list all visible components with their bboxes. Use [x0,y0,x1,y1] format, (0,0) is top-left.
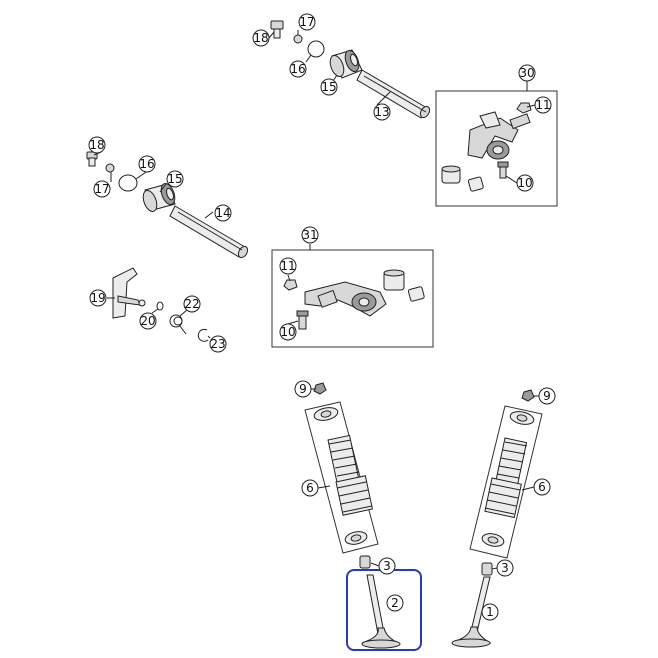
callout-label: 11 [280,259,295,273]
rocker-arm-kit-box-lower [271,249,434,348]
circlip-part [197,328,209,342]
spring-part [169,314,187,335]
valve-part-1 [451,576,492,648]
callout-label: 23 [210,337,225,351]
small-ring-part [156,301,164,311]
callout-17[interactable]: 17 [93,180,111,198]
spacer-part [383,269,405,291]
rocker-arm-assembly-lower [283,269,425,330]
callout-label: 9 [299,382,307,396]
valve-stem-seal-part-left [359,555,371,569]
callout-label: 6 [306,481,314,495]
callout-label: 15 [167,172,182,186]
callout-label: 31 [302,228,317,242]
callout-label: 19 [90,291,105,305]
callout-3[interactable]: 3 [496,559,514,577]
callout-15[interactable]: 15 [320,78,338,96]
callout-10[interactable]: 10 [516,174,534,192]
o-ring-part [118,174,138,192]
callout-2[interactable]: 2 [386,594,404,612]
callout-9[interactable]: 9 [294,380,312,398]
o-ring-part [307,40,325,58]
callout-19[interactable]: 19 [89,289,107,307]
valve-spring-part [484,477,522,519]
callout-label: 10 [280,325,295,339]
callout-label: 18 [253,31,268,45]
rocker-shaft-assembly-upper [270,20,431,119]
washer-part [293,34,303,44]
callout-label: 1 [486,605,494,619]
callout-6[interactable]: 6 [533,478,551,496]
bushing-small-part [407,286,425,302]
callout-31[interactable]: 31 [301,226,319,244]
adjuster-screw-part [497,161,509,179]
callout-label: 11 [535,98,550,112]
callout-17[interactable]: 17 [298,13,316,31]
callout-label: 17 [299,15,314,29]
rocker-arm-assembly-upper [441,102,532,192]
callout-3[interactable]: 3 [378,557,396,575]
valve-keeper-part [521,389,535,402]
callout-label: 30 [519,66,534,80]
callout-11[interactable]: 11 [279,257,297,275]
screw-part [86,151,98,167]
bushing-part [329,49,363,79]
valve-spring-kit-left [304,382,379,554]
rocker-shaft-part [356,69,431,119]
callout-label: 3 [501,561,509,575]
spring-kit-frame [469,405,543,559]
valve-spring-part [335,475,374,516]
bushing-part [142,182,176,213]
spring-kit-frame [304,401,379,554]
callout-18[interactable]: 18 [252,29,270,47]
callout-20[interactable]: 20 [139,312,157,330]
callout-1[interactable]: 1 [481,603,499,621]
screw-part [270,20,284,39]
callout-30[interactable]: 30 [518,64,536,82]
callout-label: 14 [215,206,230,220]
callout-label: 10 [517,176,532,190]
valve-part-2 [361,574,401,649]
callout-label: 16 [290,62,305,76]
callout-label: 3 [383,559,391,573]
callout-label: 15 [321,80,336,94]
rocker-shaft-part [169,205,249,259]
callout-label: 13 [374,105,389,119]
rocker-arm-kit-box-upper [435,90,558,207]
adjuster-screw-part [296,310,309,330]
callout-label: 9 [543,389,551,403]
callout-label: 20 [140,314,155,328]
valve-spring-part [327,434,360,484]
callout-label: 17 [94,182,109,196]
valve-spring-kit-right [469,389,543,559]
callout-10[interactable]: 10 [279,323,297,341]
callout-label: 2 [391,596,399,610]
spacer-part [441,165,461,184]
callout-11[interactable]: 11 [534,96,552,114]
callout-18[interactable]: 18 [88,136,106,154]
callout-13[interactable]: 13 [373,103,391,121]
decompressor-assembly [112,267,209,342]
callout-label: 22 [184,297,199,311]
callout-16[interactable]: 16 [289,60,307,78]
callout-15[interactable]: 15 [166,170,184,188]
callout-label: 16 [139,157,154,171]
callout-16[interactable]: 16 [138,155,156,173]
washer-part [105,163,115,173]
bushing-small-part [467,176,484,192]
valve-spring-part [495,437,528,487]
callout-22[interactable]: 22 [183,295,201,313]
valve-keeper-part [313,382,327,395]
callout-23[interactable]: 23 [209,335,227,353]
callout-14[interactable]: 14 [214,204,232,222]
valve-stem-seal-part-right [481,562,493,576]
rocker-shaft-assembly-lower [86,151,249,259]
callout-label: 6 [538,480,546,494]
callout-6[interactable]: 6 [301,479,319,497]
callout-label: 18 [89,138,104,152]
callout-9[interactable]: 9 [538,387,556,405]
